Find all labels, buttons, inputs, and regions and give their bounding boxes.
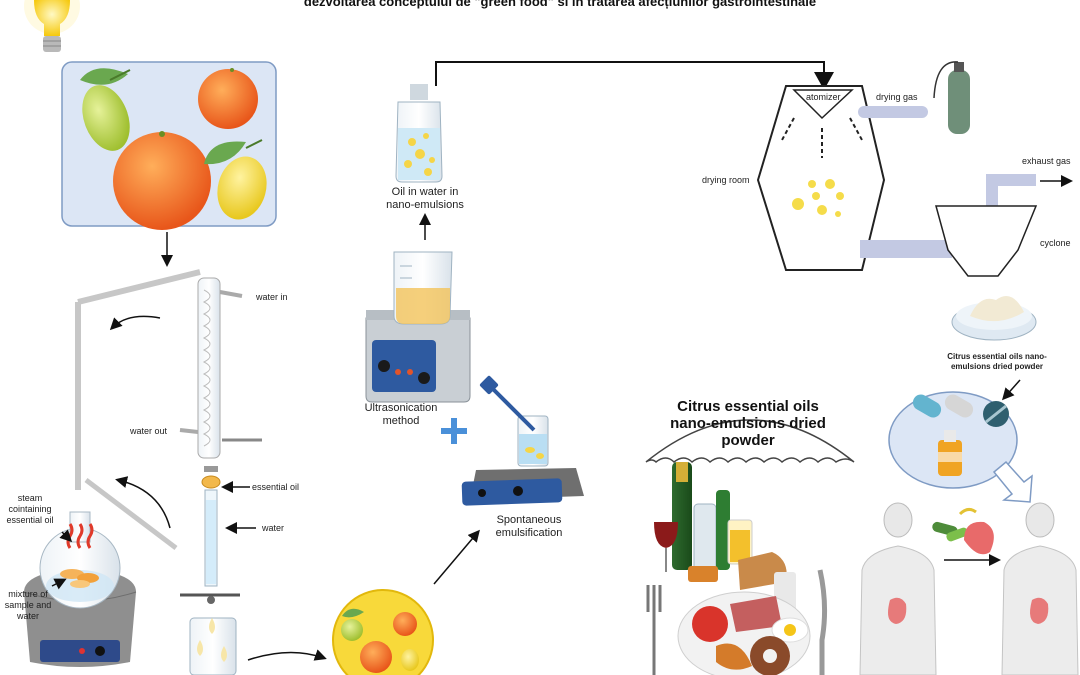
lime-fruit xyxy=(80,68,131,151)
human-before xyxy=(859,502,937,675)
label-water: water xyxy=(262,523,285,533)
outline-down-arrow-icon xyxy=(992,460,1033,503)
label-ultrasonication: Ultrasonication method xyxy=(364,402,438,427)
label-powder-small: Citrus essential oils nano- emulsions dr… xyxy=(947,352,1047,371)
gas-cylinder-icon xyxy=(933,61,970,134)
powder-dish xyxy=(951,296,1037,341)
label-oil-in-water: Oil in water in nano-emulsions xyxy=(386,186,464,211)
label-water-out: water out xyxy=(130,426,168,436)
label-water-in: water in xyxy=(256,292,288,302)
label-essential-oil: essential oil xyxy=(252,482,300,492)
light-bulb-icon xyxy=(24,0,80,52)
orange-fruit-small xyxy=(198,68,258,129)
arrow-vapor-side xyxy=(115,476,171,529)
gut-microbes-icon xyxy=(932,507,994,555)
label-steam: steam cointaining essential oil xyxy=(6,493,54,525)
label-exhaust-gas: exhaust gas xyxy=(1022,156,1071,166)
label-powder-big: Citrus essential oils nano-emulsions dri… xyxy=(670,398,826,449)
arrow-to-bubble xyxy=(1002,379,1021,401)
arrow-mixture xyxy=(51,578,67,590)
arrow-steam xyxy=(59,529,73,543)
label-cyclone: cyclone xyxy=(1040,238,1071,248)
label-drying-gas: drying gas xyxy=(876,92,918,102)
human-after xyxy=(1001,502,1079,675)
arrow-to-spontaneous xyxy=(433,529,480,585)
spray-dryer xyxy=(756,85,1038,277)
label-spontaneous: Spontaneous emulsification xyxy=(495,514,563,539)
label-mixture: mixture of sample and water xyxy=(4,589,52,621)
lemon-fruit xyxy=(204,139,267,220)
page-title: dezvoltarea conceptului de "green food" … xyxy=(303,0,817,9)
label-atomizer: atomizer xyxy=(806,92,841,102)
ultrasonic-bath xyxy=(365,251,471,403)
plus-icon xyxy=(441,418,467,444)
arrow-vapor-top xyxy=(109,315,161,331)
arrow-to-oil-disc xyxy=(247,649,327,661)
magnetic-stirrer xyxy=(461,375,584,506)
orange-fruit-large xyxy=(113,131,211,230)
citrus-oil-disc xyxy=(332,589,434,675)
feed-arrow-icon xyxy=(814,72,834,90)
supplement-bubble xyxy=(888,391,1018,489)
food-illustration xyxy=(646,462,828,675)
citrus-fruits-panel xyxy=(61,61,277,230)
nano-emulsion-bottle xyxy=(395,84,443,183)
label-drying-room: drying room xyxy=(702,175,750,185)
umbrella-icon xyxy=(645,419,855,464)
distillation-apparatus xyxy=(23,269,262,675)
